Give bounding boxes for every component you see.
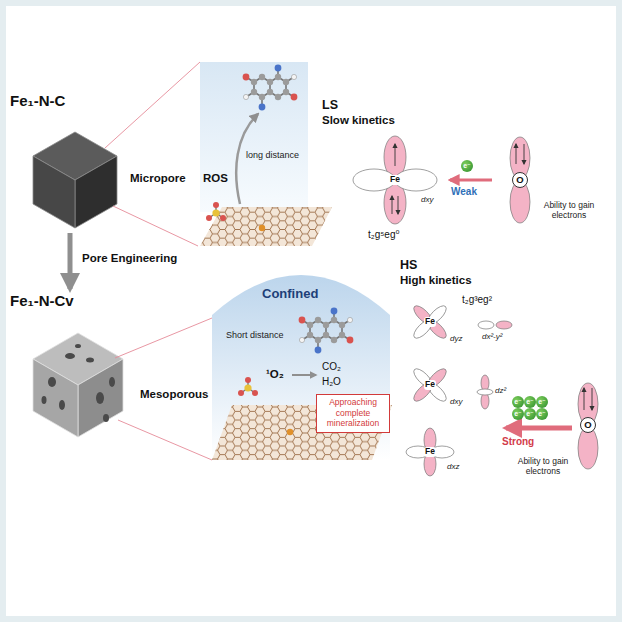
state-label: LS [322,98,338,112]
atom-label: Fe [424,317,436,327]
atom-label: Fe [424,380,436,390]
orbital-lobe [481,393,489,409]
atom-label: Fe [424,447,436,457]
electron-arrow [506,426,572,431]
region-label: Confined [262,287,318,302]
graphene-sheet [200,207,332,246]
pore [86,358,94,363]
orbital-lobe [425,303,449,327]
fe-site [287,429,293,435]
polyhedron-face [78,359,123,437]
atom-label: Fe [389,175,401,185]
catalyst-particle: Fe₁-N-C [10,92,130,232]
electron-symbol: e⁻ [461,160,473,172]
orbital-lobe [496,321,512,329]
catalyst-name: Fe₁-N-C [10,92,130,110]
spin-arrow [392,196,393,214]
electron-symbol: e⁻ [524,408,536,420]
spin-arrow [584,388,585,410]
pore [75,344,81,348]
zoom-panel [200,62,308,212]
note-label: Ability to gain electrons [512,456,574,476]
formula-label: CO₂ [322,361,341,373]
note-label: long distance [246,150,299,160]
reaction-arrow [292,374,316,376]
catalyst-name: Fe₁-N-Cv [10,292,130,310]
orbital-lobe [478,321,494,329]
polyhedron-face [33,156,75,228]
state-label: HS [400,258,417,272]
atom-label: O [580,417,596,433]
pore [42,396,47,404]
fe-site [259,225,265,231]
electron-arrow [450,179,492,182]
orbital-label: dxy [421,195,433,204]
electron-symbol: e⁻ [512,396,524,408]
pore [96,392,104,404]
strength-label: Weak [451,186,477,198]
ground [6,6,616,616]
spin-arrow [516,144,517,164]
note-label: Short distance [226,330,284,340]
part-label: Mesoporous [140,388,208,401]
orbital-ring [477,389,493,395]
graphene-sheet [200,207,332,246]
spin-arrow [592,388,593,410]
zoom-line [115,318,212,358]
pore [59,400,65,410]
orbital-lobe [578,427,598,469]
part-label: Micropore [130,172,186,185]
orbital-lobe [425,366,449,390]
formula-label: H₂O [322,376,341,388]
pore [109,377,115,387]
strength-label: Strong [502,436,534,448]
electron-symbol: e⁻ [536,396,548,408]
electron-symbol: e⁻ [536,408,548,420]
pollutant-molecule [243,65,298,111]
orbital-label: dyz [450,334,462,343]
pollutant-molecule [299,308,354,354]
formula-label: t₂g⁵eg⁰ [368,229,400,241]
orbital-label: dz² [495,386,506,395]
orbital-lobe [411,380,435,404]
sulfate-molecule [206,202,226,221]
spin-arrow [524,144,525,164]
orbital-lobe [411,317,435,341]
catalyst-particle: Fe₁-N-Cv [10,292,130,442]
edge-label: Pore Engineering [82,252,177,264]
spin-arrow [398,196,399,214]
orbital-lobe [481,375,489,391]
polyhedron-face [75,156,117,228]
formula-label: t₂g³eg² [462,294,492,306]
part-label: ROS [203,172,228,185]
pore [48,377,56,387]
part-label: ¹O₂ [266,368,284,381]
polyhedron-face [33,359,78,437]
pore [65,353,75,359]
result-text: Approaching complete mineralization [320,397,386,429]
part-label: Slow kinetics [322,114,395,127]
zoom-line [105,62,200,148]
result-box: Approaching complete mineralization [316,394,390,433]
orbital-label: dxz [447,462,459,471]
zoom-line [113,206,198,246]
atom-label: O [512,172,528,188]
electron-symbol: e⁻ [512,408,524,420]
orbital-label: dxy [450,397,462,406]
pore [103,414,109,422]
part-label: High kinetics [400,274,472,287]
sulfate-molecule [238,377,258,396]
spin-arrow [395,144,396,166]
orbital-label: dx²-y² [482,332,502,341]
orbital-lobe [395,169,437,191]
zoom-line [118,420,212,460]
process-arrow [68,233,73,289]
note-label: Ability to gain electrons [536,200,602,220]
electron-symbol: e⁻ [524,396,536,408]
